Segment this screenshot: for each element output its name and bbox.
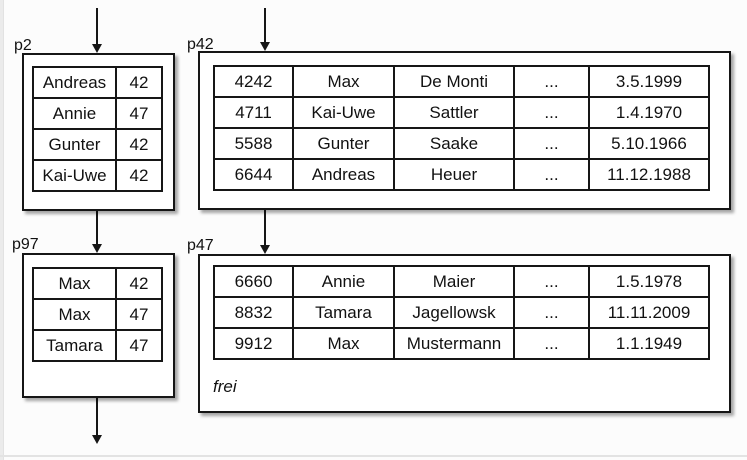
table-row: 5588 Gunter Saake ... 5.10.1966 — [213, 127, 710, 160]
table-cell: ... — [515, 298, 590, 327]
incoming-arrow-p2-stem — [96, 8, 98, 46]
table-row: 4711 Kai-Uwe Sattler ... 1.4.1970 — [213, 96, 710, 129]
table-cell: ... — [515, 129, 590, 158]
arrow-p2-to-p97-head — [92, 244, 102, 253]
table-cell: 47 — [129, 104, 149, 123]
table-cell: Andreas — [34, 68, 117, 97]
table-cell: 9912 — [215, 329, 294, 358]
outgoing-arrow-p97-stem — [96, 398, 98, 436]
slide-bottom-edge — [0, 455, 747, 457]
page-label-p2: p2 — [14, 37, 32, 54]
table-cell: 11.11.2009 — [607, 303, 691, 322]
table-cell: Max — [294, 329, 395, 358]
table-cell: 6644 — [215, 160, 294, 189]
arrow-p42-to-p47-head — [260, 245, 270, 254]
table-cell: ... — [515, 160, 590, 189]
table-cell: 3.5.1999 — [615, 72, 683, 91]
table-row: 9912 Max Mustermann ... 1.1.1949 — [213, 327, 710, 360]
table-cell: 42 — [129, 166, 149, 185]
table-cell: 47 — [129, 336, 149, 355]
table-cell: 8832 — [215, 298, 294, 327]
table-cell: 42 — [129, 73, 149, 92]
table-row: Annie 47 — [32, 97, 163, 130]
table-cell: Kai-Uwe — [34, 161, 117, 190]
table-row: 6644 Andreas Heuer ... 11.12.1988 — [213, 158, 710, 191]
page-box-p97: Max 42 Max 47 Tamara 47 — [22, 253, 175, 398]
table-cell: Gunter — [294, 129, 395, 158]
table-cell: Mustermann — [395, 329, 515, 358]
table-cell: Jagellowsk — [395, 298, 515, 327]
table-cell: 6660 — [215, 267, 294, 296]
table-cell: ... — [515, 329, 590, 358]
table-cell: 1.4.1970 — [615, 103, 683, 122]
table-row: Max 42 — [32, 267, 163, 300]
table-cell: Max — [294, 67, 395, 96]
table-cell: 42 — [129, 274, 149, 293]
table-cell: 4242 — [215, 67, 294, 96]
slide-left-edge — [0, 0, 4, 460]
table-cell: Saake — [395, 129, 515, 158]
page-label-p97: p97 — [12, 236, 39, 253]
page-box-p47: 6660 Annie Maier ... 1.5.1978 8832 Tamar… — [198, 254, 731, 413]
table-row: Tamara 47 — [32, 329, 163, 362]
record-table-p2: Andreas 42 Annie 47 Gunter 42 Kai-Uwe 42 — [32, 66, 163, 192]
table-cell: 11.12.1988 — [607, 165, 691, 184]
record-table-p97: Max 42 Max 47 Tamara 47 — [32, 267, 163, 362]
free-space-label: frei — [213, 377, 237, 396]
table-cell: ... — [515, 267, 590, 296]
table-cell: Maier — [395, 267, 515, 296]
arrow-p2-to-p97-stem — [96, 211, 98, 246]
table-cell: ... — [515, 98, 590, 127]
table-cell: Andreas — [294, 160, 395, 189]
page-box-p42: 4242 Max De Monti ... 3.5.1999 4711 Kai-… — [198, 51, 731, 210]
table-cell: De Monti — [395, 67, 515, 96]
table-cell: Tamara — [294, 298, 395, 327]
table-row: 8832 Tamara Jagellowsk ... 11.11.2009 — [213, 296, 710, 329]
outgoing-arrow-p97-head — [92, 435, 102, 444]
arrow-p42-to-p47-stem — [264, 210, 266, 246]
table-cell: 47 — [129, 305, 149, 324]
incoming-arrow-p2-head — [92, 44, 102, 53]
incoming-arrow-p42-stem — [264, 8, 266, 44]
incoming-arrow-p42-head — [260, 42, 270, 51]
table-cell: Gunter — [34, 130, 117, 159]
table-cell: 42 — [129, 135, 149, 154]
table-cell: Heuer — [395, 160, 515, 189]
table-row: Gunter 42 — [32, 128, 163, 161]
table-row: 4242 Max De Monti ... 3.5.1999 — [213, 65, 710, 98]
table-row: 6660 Annie Maier ... 1.5.1978 — [213, 265, 710, 298]
table-cell: 1.5.1978 — [615, 272, 683, 291]
page-box-p2: Andreas 42 Annie 47 Gunter 42 Kai-Uwe 42 — [22, 53, 175, 211]
table-cell: Tamara — [34, 331, 117, 360]
table-cell: 1.1.1949 — [615, 334, 683, 353]
page-label-p47: p47 — [187, 237, 214, 254]
table-cell: Max — [34, 269, 117, 298]
table-cell: Kai-Uwe — [294, 98, 395, 127]
table-cell: Annie — [294, 267, 395, 296]
table-cell: Sattler — [395, 98, 515, 127]
record-table-p47: 6660 Annie Maier ... 1.5.1978 8832 Tamar… — [213, 265, 710, 360]
table-row: Kai-Uwe 42 — [32, 159, 163, 192]
table-cell: Max — [34, 300, 117, 329]
table-cell: 5588 — [215, 129, 294, 158]
table-cell: Annie — [34, 99, 117, 128]
table-cell: ... — [515, 67, 590, 96]
table-row: Max 47 — [32, 298, 163, 331]
table-row: Andreas 42 — [32, 66, 163, 99]
page-label-p42: p42 — [187, 36, 214, 53]
record-table-p42: 4242 Max De Monti ... 3.5.1999 4711 Kai-… — [213, 65, 710, 191]
table-cell: 5.10.1966 — [611, 134, 687, 153]
table-cell: 4711 — [215, 98, 294, 127]
